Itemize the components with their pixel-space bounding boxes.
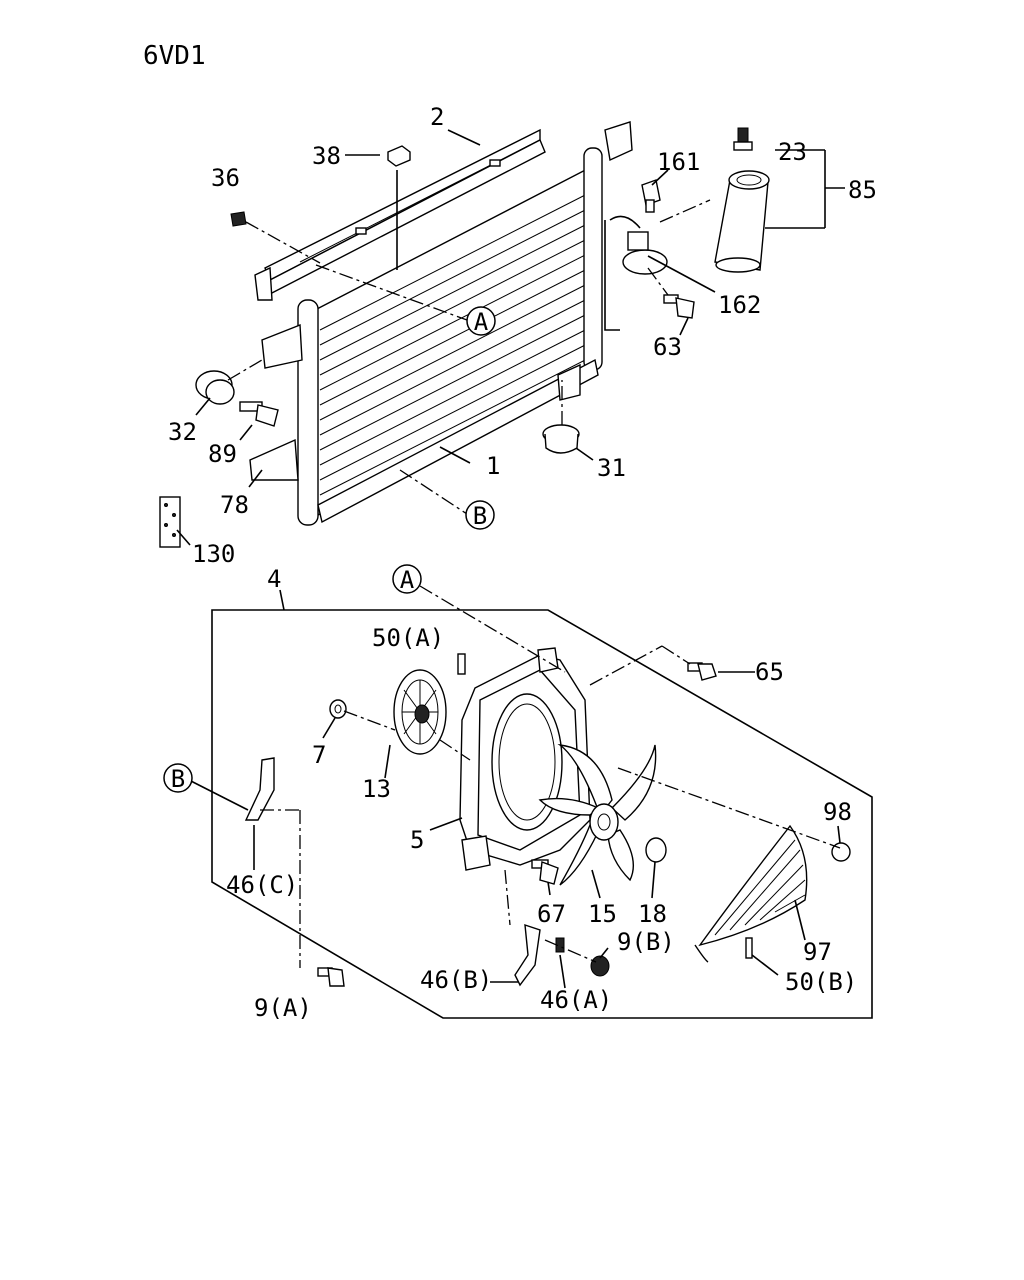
label-part-4: 4 (267, 565, 281, 593)
nut-18-icon (645, 837, 667, 863)
upper-bracket (254, 128, 546, 301)
drier-bracket (622, 231, 668, 275)
svg-text:A: A (400, 566, 415, 594)
label-part-63: 63 (653, 333, 682, 361)
nut-7-icon (329, 699, 347, 719)
engine-code-title: 6VD1 (143, 41, 206, 71)
label-part-85: 85 (848, 176, 877, 204)
callout-a-upper: A (466, 306, 496, 336)
bolt-9a-icon (317, 967, 345, 987)
seal-130-icon (159, 496, 181, 548)
upper-leader-lines (176, 129, 845, 546)
bolt-67-icon (531, 859, 559, 885)
insulator-31-icon (542, 424, 580, 454)
label-part-46a: 46(A) (540, 986, 612, 1014)
label-part-161: 161 (657, 148, 700, 176)
label-part-78: 78 (220, 491, 249, 519)
grommet-9b-icon (590, 955, 610, 977)
label-part-162: 162 (718, 291, 761, 319)
bolt-63-icon (663, 294, 695, 319)
label-part-65: 65 (755, 658, 784, 686)
bracket-46c (244, 757, 275, 821)
lower-leader-lines (184, 589, 841, 989)
insulator-32-icon (195, 370, 235, 405)
label-part-46c: 46(C) (226, 871, 298, 899)
clip-50a-icon (457, 653, 466, 675)
label-part-18: 18 (638, 900, 667, 928)
fan-motor (393, 669, 447, 755)
refrigerant-pipe-bend (609, 215, 641, 229)
label-part-31: 31 (597, 454, 626, 482)
bolt-98-icon (831, 842, 851, 862)
label-part-23: 23 (778, 138, 807, 166)
pressure-switch (733, 127, 753, 151)
label-part-5: 5 (410, 826, 424, 854)
pipe-fitting (641, 179, 661, 213)
lower-dash-lines (260, 585, 841, 968)
svg-text:B: B (473, 502, 487, 530)
svg-text:A: A (474, 308, 489, 336)
fan-blades (538, 743, 657, 886)
label-part-130: 130 (192, 540, 235, 568)
label-part-50b: 50(B) (785, 968, 857, 996)
label-part-9a: 9(A) (254, 994, 312, 1022)
label-part-46b: 46(B) (420, 966, 492, 994)
clip-38-icon (387, 145, 411, 167)
bracket-46b (514, 923, 541, 987)
label-part-50a: 50(A) (372, 624, 444, 652)
callout-a-lower: A (392, 564, 422, 594)
label-part-89: 89 (208, 440, 237, 468)
label-part-13: 13 (362, 775, 391, 803)
label-part-97: 97 (803, 938, 832, 966)
label-part-7: 7 (312, 741, 326, 769)
callout-b-lower: B (163, 763, 193, 793)
label-part-15: 15 (588, 900, 617, 928)
refrigerant-pipe (604, 220, 620, 331)
label-part-67: 67 (537, 900, 566, 928)
bolt-36-icon (230, 211, 247, 227)
upper-dash-lines (227, 199, 711, 515)
receiver-drier (714, 170, 770, 273)
fan-shroud (459, 647, 591, 871)
label-part-1: 1 (486, 452, 500, 480)
clip-50b-icon (745, 937, 753, 959)
label-part-9b: 9(B) (617, 928, 675, 956)
label-part-2: 2 (430, 103, 444, 131)
bolt-65-icon (687, 662, 717, 681)
fan-assembly-outline (211, 609, 873, 1019)
fan-guard (694, 824, 808, 963)
svg-text:B: B (171, 765, 185, 793)
label-part-38: 38 (312, 142, 341, 170)
label-part-36: 36 (211, 164, 240, 192)
callout-b-upper: B (465, 500, 495, 530)
label-part-98: 98 (823, 798, 852, 826)
label-part-32: 32 (168, 418, 197, 446)
bolt-89-icon (239, 401, 279, 427)
